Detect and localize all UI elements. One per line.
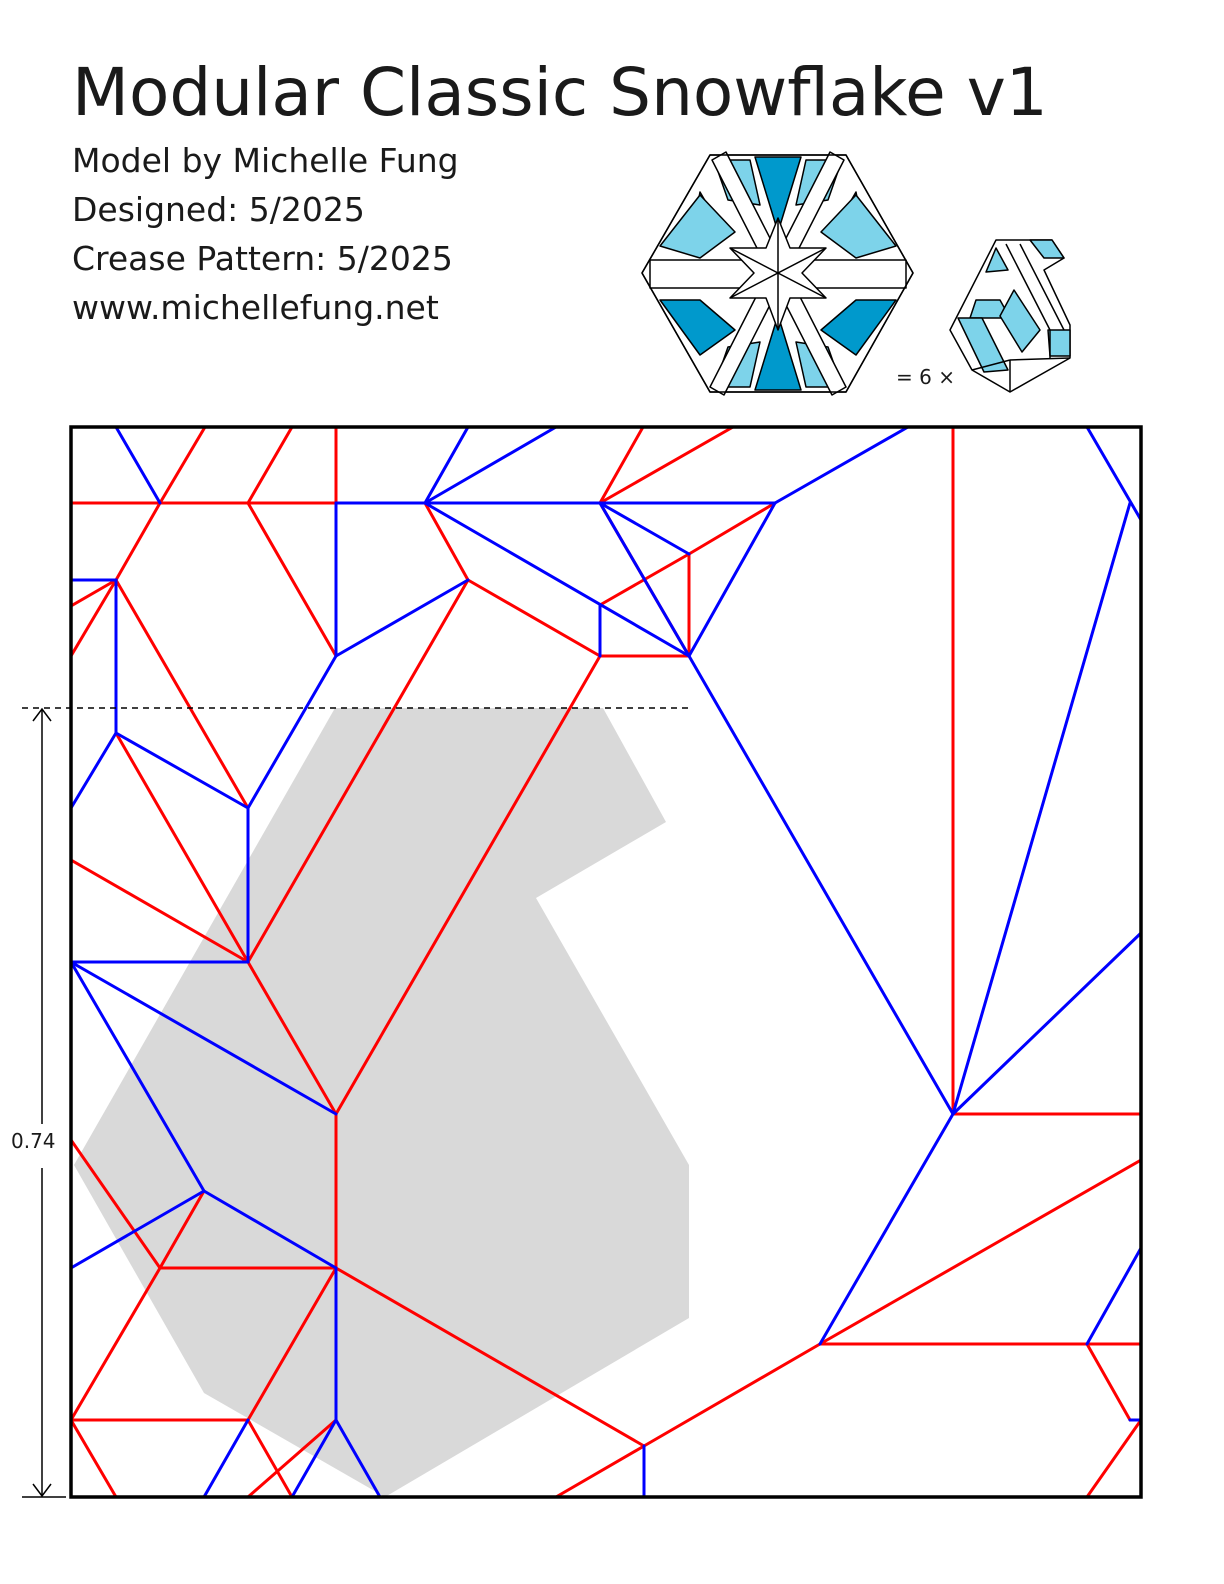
light-blue-wedge xyxy=(659,194,736,259)
multiplier-label: = 6 × xyxy=(896,365,955,389)
arrow-down-icon xyxy=(32,1483,52,1498)
crease-pattern xyxy=(71,427,1141,1497)
crease-pattern-border xyxy=(69,425,1143,1499)
mountain-folds xyxy=(71,427,1141,1497)
module-light-blue xyxy=(957,317,1009,373)
module-light-blue xyxy=(1029,239,1065,259)
light-blue-wedge xyxy=(820,194,897,259)
valley-folds xyxy=(71,427,1141,1497)
snowflake-preview xyxy=(641,151,914,396)
model-author: Model by Michelle Fung xyxy=(72,141,459,180)
shaded-module-region xyxy=(74,708,689,1497)
design-date: Designed: 5/2025 xyxy=(72,190,365,229)
website-link[interactable]: www.michellefung.net xyxy=(72,288,439,327)
module-preview xyxy=(949,239,1071,393)
arrow-up-icon xyxy=(32,707,52,722)
snowflake-hexagon-outline xyxy=(641,154,914,393)
module-light-blue xyxy=(999,289,1041,353)
dimension-marker xyxy=(22,707,690,1498)
page-title: Modular Classic Snowflake v1 xyxy=(72,54,1048,131)
dark-blue-wedge xyxy=(820,299,897,356)
crease-pattern-date: Crease Pattern: 5/2025 xyxy=(72,239,453,278)
dark-blue-wedge xyxy=(754,314,802,391)
module-light-blue xyxy=(985,247,1009,273)
dimension-label: 0.74 xyxy=(11,1129,56,1153)
module-light-blue xyxy=(1047,329,1071,357)
dark-blue-wedge xyxy=(754,156,802,233)
dark-blue-wedge xyxy=(659,299,736,356)
